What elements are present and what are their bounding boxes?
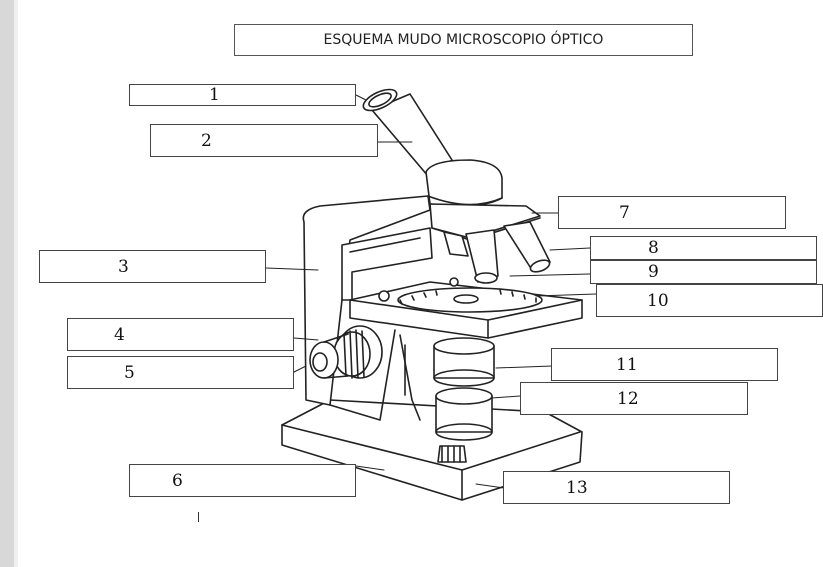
label-box-11[interactable]: 11: [551, 348, 778, 381]
label-number: 9: [648, 262, 659, 282]
label-number: 13: [566, 477, 588, 498]
label-box-1[interactable]: 1: [129, 84, 356, 106]
label-number: 8: [648, 238, 659, 258]
label-box-2[interactable]: 2: [150, 124, 378, 157]
label-number: 4: [114, 324, 125, 345]
label-box-3[interactable]: 3: [39, 250, 266, 283]
label-box-7[interactable]: 7: [558, 196, 786, 229]
filter-holder: [435, 387, 493, 441]
microscope-head: [425, 159, 503, 207]
label-number: 3: [118, 256, 129, 277]
stage-bracket: [341, 227, 433, 301]
label-box-10[interactable]: 10: [596, 284, 823, 317]
label-number: 1: [209, 85, 220, 105]
microscope-stage: [349, 277, 583, 339]
focus-knobs: [309, 325, 383, 379]
label-box-5[interactable]: 5: [67, 356, 294, 389]
label-number: 5: [124, 362, 135, 383]
text-cursor: [198, 512, 199, 522]
label-number: 6: [172, 470, 183, 491]
label-number: 10: [647, 290, 669, 311]
eyepiece-tube: [362, 88, 453, 177]
page-edge-highlight: [14, 0, 18, 567]
label-box-6[interactable]: 6: [129, 464, 356, 497]
label-number: 7: [619, 202, 630, 223]
leader-lines: [265, 94, 597, 489]
objective-lenses: [443, 221, 551, 284]
label-box-4[interactable]: 4: [67, 318, 294, 351]
label-box-9[interactable]: 9: [590, 260, 817, 284]
condenser: [433, 337, 495, 387]
label-box-13[interactable]: 13: [503, 471, 730, 504]
label-number: 12: [617, 388, 639, 409]
light-source: [437, 445, 467, 463]
diagram-title-text: ESQUEMA MUDO MICROSCOPIO ÓPTICO: [323, 32, 604, 48]
document-page-edge: [0, 0, 18, 567]
label-number: 2: [201, 130, 212, 151]
label-number: 11: [616, 354, 638, 375]
diagram-title: ESQUEMA MUDO MICROSCOPIO ÓPTICO: [234, 24, 693, 56]
label-box-8[interactable]: 8: [590, 236, 817, 260]
label-box-12[interactable]: 12: [520, 382, 748, 415]
